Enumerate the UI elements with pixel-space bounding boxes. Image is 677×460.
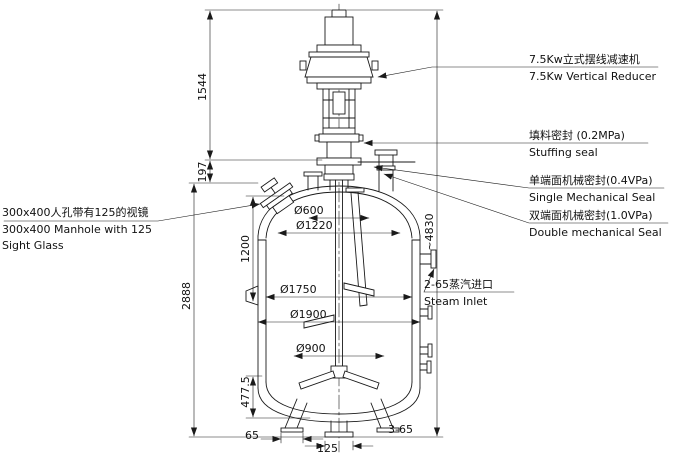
seal-assembly xyxy=(314,127,416,181)
label-manhole-en1: 300x400 Manhole with 125 xyxy=(2,223,153,236)
label-single-seal-en: Single Mechanical Seal xyxy=(529,191,656,204)
dim-dia-1750: Ø1750 xyxy=(280,283,317,296)
dim-dia-1220: Ø1220 xyxy=(296,219,333,232)
lantern-frame xyxy=(322,88,356,129)
dim-1200: 1200 xyxy=(239,235,252,263)
label-manhole-en2: Sight Glass xyxy=(2,239,64,252)
label-steam-en: Steam Inlet xyxy=(424,295,488,308)
label-stuffing-cn: 填料密封 (0.2MPa) xyxy=(529,129,625,142)
side-nozzle-stubs xyxy=(419,305,433,374)
head-nozzles xyxy=(303,149,398,193)
label-steam-cn: 2-65蒸汽进口 xyxy=(424,278,493,291)
steam-inlet-nozzle xyxy=(419,249,437,269)
dim-dia-600: Ø600 xyxy=(294,204,324,217)
dim-197: 197 xyxy=(196,161,209,183)
dim-dia-1900: Ø1900 xyxy=(290,308,327,321)
dim-dia-900: Ø900 xyxy=(296,342,326,355)
support-lug xyxy=(245,285,259,306)
label-double-seal-en: Double mechanical Seal xyxy=(529,226,662,239)
dim-3-65: 3-65 xyxy=(388,423,413,436)
manhole xyxy=(259,177,295,215)
agitator-shaft xyxy=(329,179,349,369)
dim-1544: 1544 xyxy=(196,73,209,101)
vessel-shell xyxy=(257,185,421,423)
label-double-seal-cn: 双端面机械密封(1.0VPa) xyxy=(529,209,653,222)
dim-477-5: 477.5 xyxy=(239,376,252,408)
dim-65: 65 xyxy=(245,429,259,442)
motor-reducer xyxy=(299,9,379,90)
label-single-seal-cn: 单端面机械密封(0.4VPa) xyxy=(529,174,653,187)
dimension-lines xyxy=(190,10,441,450)
label-manhole-cn: 300x400人孔带有125的视镜 xyxy=(2,206,149,219)
leader-lines xyxy=(3,66,669,293)
extension-lines xyxy=(188,9,444,451)
support-leg-left xyxy=(280,398,308,433)
support-leg-right xyxy=(370,398,400,433)
label-reducer-cn: 7.5Kw立式摆线减速机 xyxy=(529,53,640,66)
dim-2888: 2888 xyxy=(180,282,193,310)
label-reducer-en: 7.5Kw Vertical Reducer xyxy=(529,70,657,83)
dim-4830: ~4830 xyxy=(423,213,436,251)
label-stuffing-en: Stuffing seal xyxy=(529,146,598,159)
dim-125: 125 xyxy=(317,442,338,455)
